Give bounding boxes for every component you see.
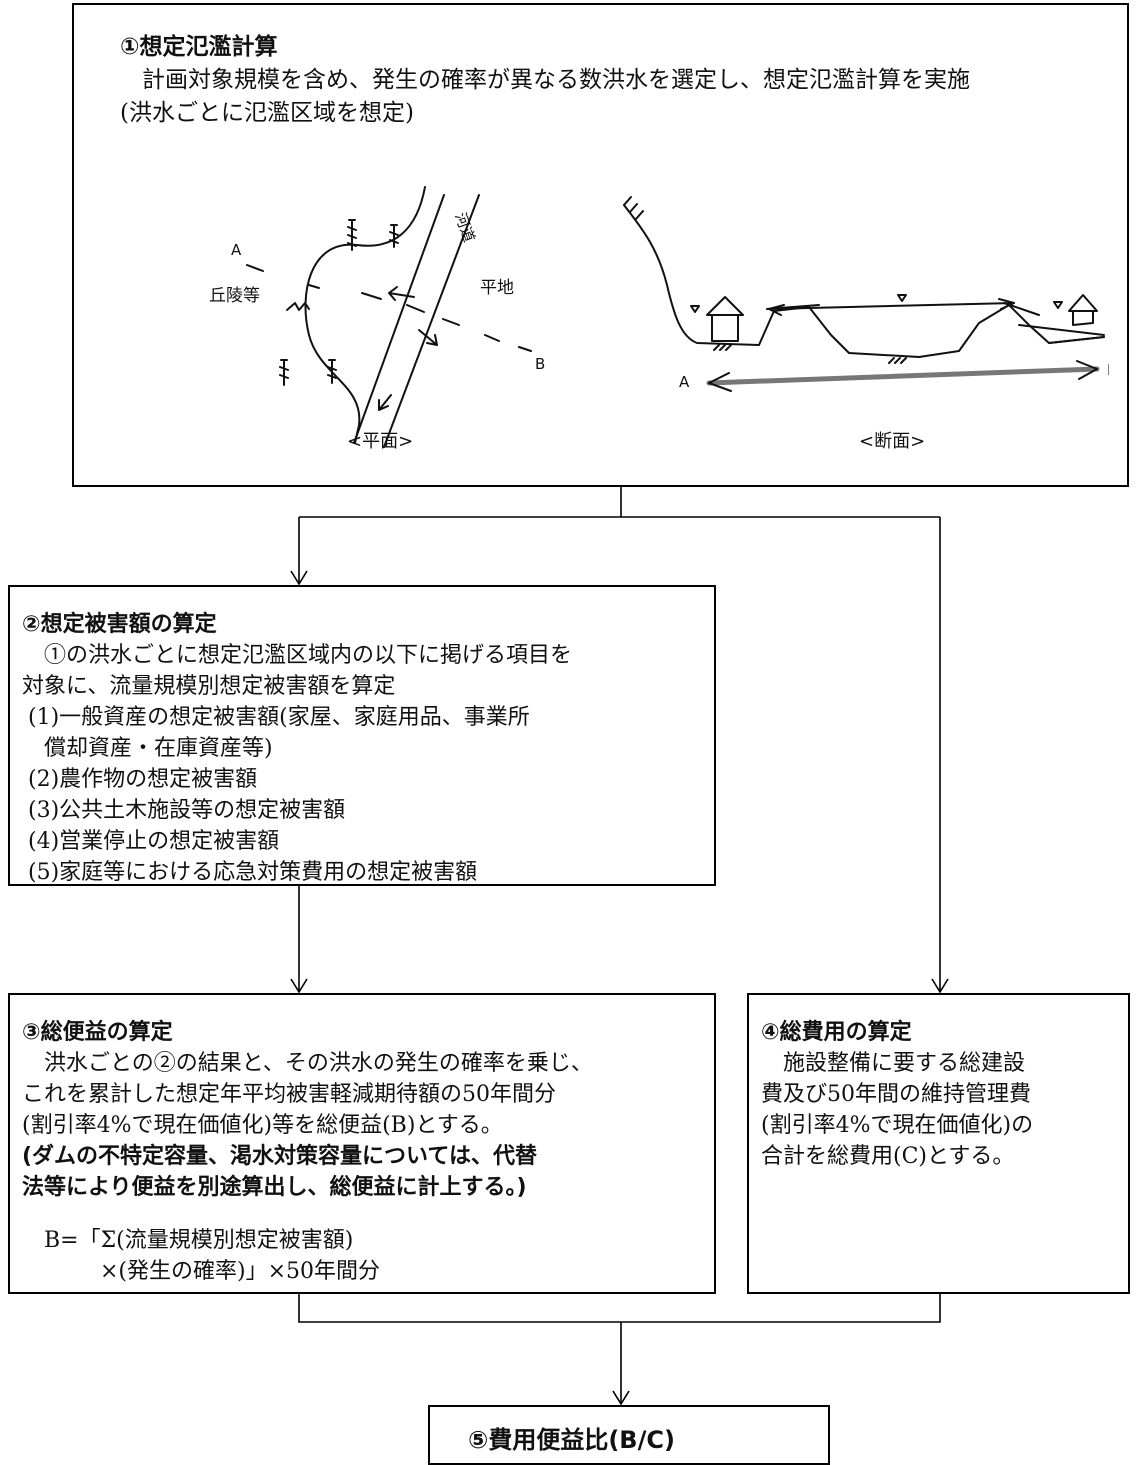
plan-point-a: A bbox=[231, 241, 242, 259]
step3-total-benefit-box: ③総便益の算定 洪水ごとの②の結果と、その洪水の発生の確率を乗じ、 これを累計し… bbox=[8, 993, 716, 1294]
plan-view-label: <平面> bbox=[347, 431, 413, 452]
step2-line: 対象に、流量規模別想定被害額を算定 bbox=[22, 674, 396, 699]
terrain-symbol bbox=[327, 359, 337, 384]
step1-title: ①想定氾濫計算 bbox=[120, 34, 278, 60]
step2-item: (2)農作物の想定被害額 bbox=[28, 767, 258, 792]
section-ground bbox=[623, 204, 1105, 358]
step5-bc-ratio-box: ⑤費用便益比(B/C) bbox=[428, 1405, 830, 1465]
flow-arrow bbox=[418, 329, 438, 346]
step2-item: (1)一般資産の想定被害額(家屋、家庭用品、事業所 bbox=[28, 705, 530, 730]
arrowhead bbox=[612, 1390, 630, 1406]
section-point-a: A bbox=[679, 373, 690, 391]
terrain-symbol bbox=[279, 359, 289, 386]
flood-figure: A B 丘陵等 平地 河道 <平面> A B <断面> bbox=[209, 186, 1109, 452]
step4-title: ④総費用の算定 bbox=[761, 1020, 912, 1045]
step2-title: ②想定被害額の算定 bbox=[22, 612, 217, 637]
river-bank-left bbox=[353, 194, 445, 444]
step2-damage-estimate-box: ②想定被害額の算定 ①の洪水ごとに想定氾濫区域内の以下に掲げる項目を 対象に、流… bbox=[8, 585, 716, 886]
step4-line: 施設整備に要する総建設 bbox=[783, 1051, 1026, 1076]
section-extent-arrowhead bbox=[708, 360, 1098, 392]
flow-arrow bbox=[378, 394, 392, 411]
step2-line: ①の洪水ごとに想定氾濫区域内の以下に掲げる項目を bbox=[44, 643, 573, 668]
terrain-symbol bbox=[286, 302, 310, 311]
plan-right-label: 平地 bbox=[480, 278, 514, 298]
step3-title: ③総便益の算定 bbox=[22, 1020, 173, 1045]
house-right bbox=[1068, 294, 1098, 326]
terrain-symbol bbox=[347, 219, 357, 251]
step3-line: 洪水ごとの②の結果と、その洪水の発生の確率を乗じ、 bbox=[44, 1051, 593, 1076]
water-surface bbox=[768, 302, 1015, 310]
step4-line: 合計を総費用(C)とする。 bbox=[761, 1144, 1015, 1169]
step4-line: 費及び50年間の維持管理費 bbox=[761, 1082, 1031, 1107]
arrowhead bbox=[290, 978, 308, 994]
house-left bbox=[706, 296, 744, 342]
step3-note: 法等により便益を別途算出し、総便益に計上する。) bbox=[22, 1175, 527, 1200]
water-arrow bbox=[768, 298, 1015, 316]
plan-left-label: 丘陵等 bbox=[209, 286, 260, 306]
section-point-b: B bbox=[1107, 361, 1109, 379]
terrain-symbol bbox=[389, 224, 399, 248]
step2-item: (4)営業停止の想定被害額 bbox=[28, 829, 280, 854]
step1-line-1: 計画対象規模を含め、発生の確率が異なる数洪水を選定し、想定氾濫計算を実施 bbox=[142, 67, 970, 93]
hill-contour bbox=[304, 186, 426, 444]
step2-item-cont: 償却資産・在庫資産等) bbox=[44, 736, 273, 761]
step5-title: ⑤費用便益比(B/C) bbox=[468, 1426, 675, 1454]
flow-arrow bbox=[388, 286, 415, 301]
ground-hatch bbox=[623, 196, 907, 364]
arrowhead bbox=[931, 978, 949, 994]
section-extent-arrow bbox=[706, 366, 1100, 386]
arrowhead bbox=[290, 570, 308, 586]
plan-point-b: B bbox=[535, 355, 545, 373]
connector-1-split bbox=[298, 487, 941, 991]
step3-line: (割引率4%で現在価値化)等を総便益(B)とする。 bbox=[22, 1113, 503, 1138]
step3-note: (ダムの不特定容量、渇水対策容量については、代替 bbox=[22, 1144, 537, 1169]
water-level-marker bbox=[690, 294, 1063, 313]
step3-formula: B=「Σ(流量規模別想定被害額) bbox=[44, 1228, 354, 1253]
step1-flood-simulation-box: ①想定氾濫計算 計画対象規模を含め、発生の確率が異なる数洪水を選定し、想定氾濫計… bbox=[72, 3, 1129, 487]
section-line bbox=[246, 264, 532, 352]
step3-line: これを累計した想定年平均被害軽減期待額の50年間分 bbox=[22, 1082, 556, 1107]
step2-item: (3)公共土木施設等の想定被害額 bbox=[28, 798, 346, 823]
step1-line-2: (洪水ごとに氾濫区域を想定) bbox=[120, 100, 414, 126]
step3-formula: ×(発生の確率)」×50年間分 bbox=[100, 1259, 381, 1284]
step4-total-cost-box: ④総費用の算定 施設整備に要する総建設 費及び50年間の維持管理費 (割引率4%… bbox=[747, 993, 1130, 1294]
connector-3-4-merge bbox=[298, 1294, 941, 1403]
river-bank-right bbox=[383, 194, 480, 448]
plan-river-label: 河道 bbox=[451, 210, 478, 244]
step2-item: (5)家庭等における応急対策費用の想定被害額 bbox=[28, 860, 478, 885]
step4-line: (割引率4%で現在価値化)の bbox=[761, 1113, 1034, 1138]
section-lower-slope bbox=[1018, 324, 1105, 344]
section-view-label: <断面> bbox=[859, 431, 925, 452]
